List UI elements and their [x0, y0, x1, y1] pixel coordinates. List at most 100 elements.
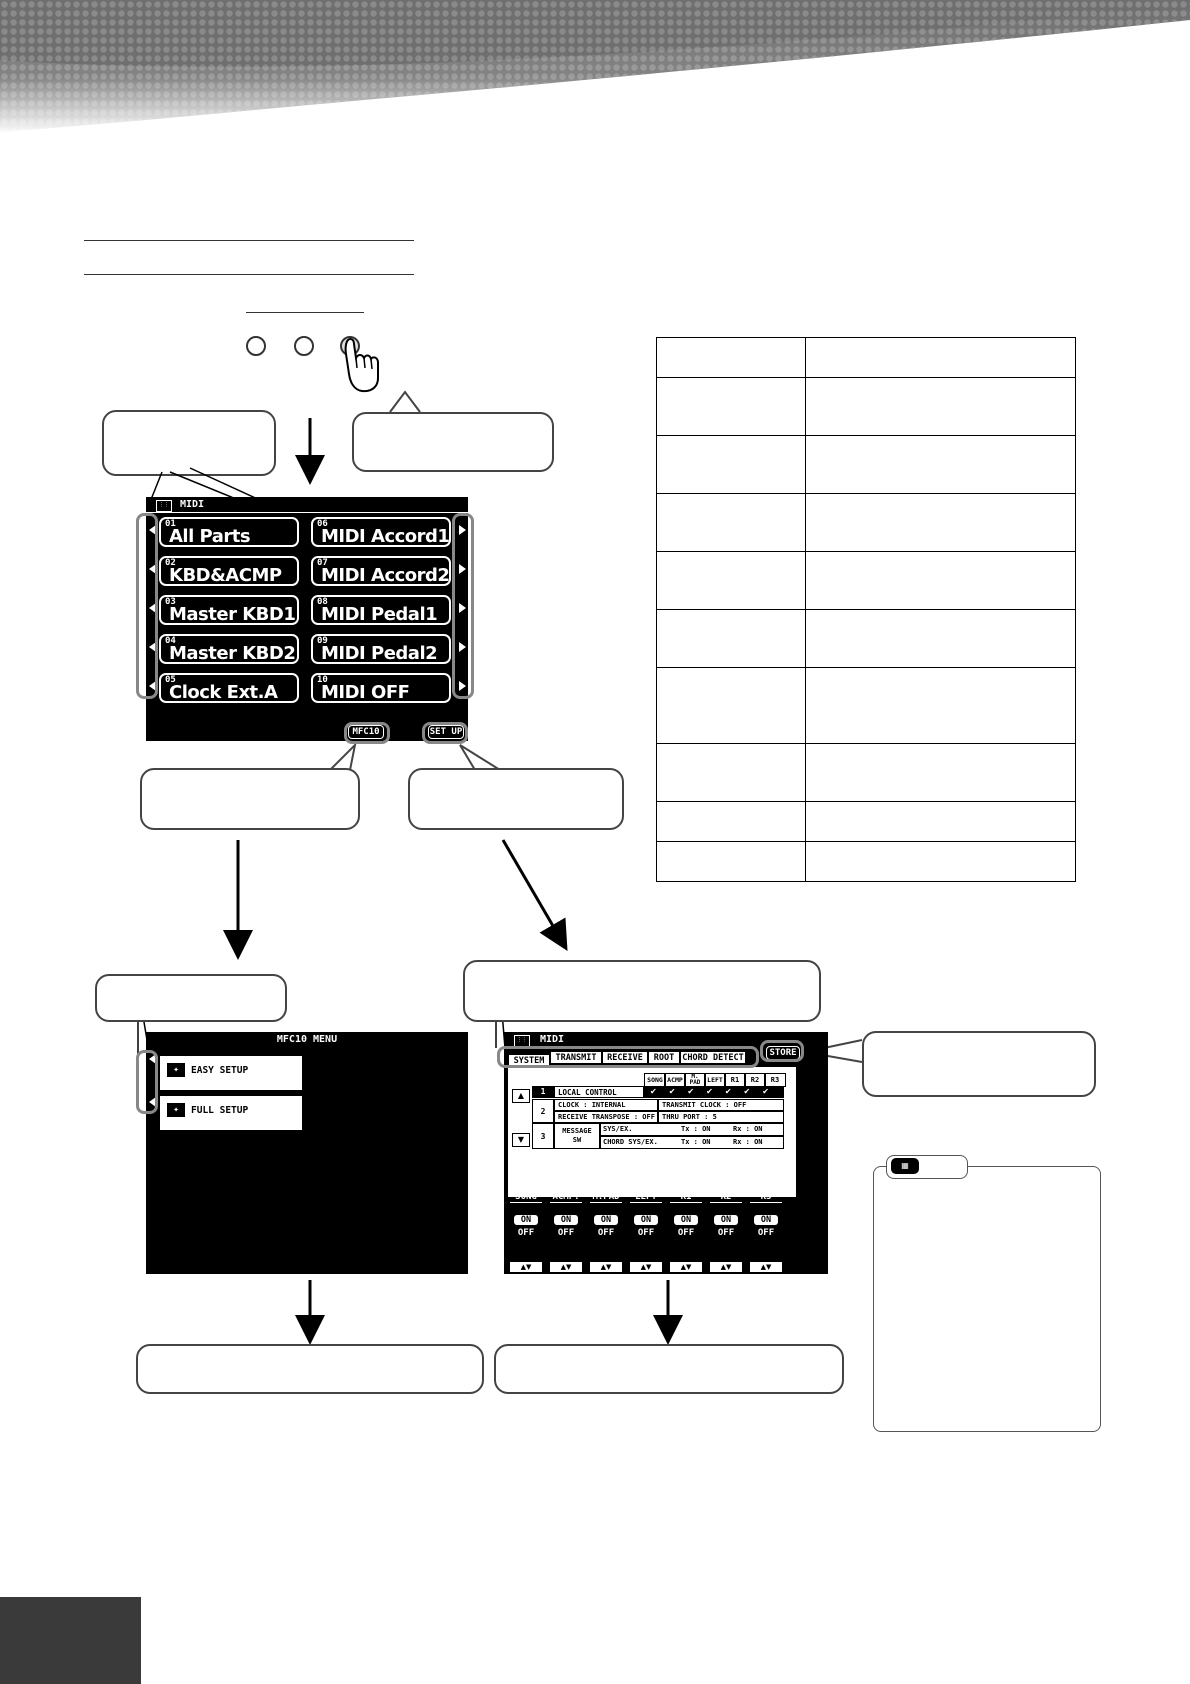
- preset-scroll-left-2[interactable]: [149, 564, 156, 574]
- pointing-hand-icon: [344, 338, 379, 393]
- tab-chord-detect[interactable]: CHORD DETECT: [680, 1051, 746, 1064]
- mfc10-menu-scroll-up[interactable]: [149, 1054, 156, 1064]
- on-button[interactable]: ON: [714, 1215, 738, 1225]
- preset-scroll-left-3[interactable]: [149, 603, 156, 613]
- updown-r3[interactable]: ▲▼: [750, 1262, 782, 1272]
- local-control-checks[interactable]: ✔✔✔✔✔✔✔: [644, 1086, 784, 1098]
- info-table: [656, 337, 1076, 882]
- preset-button-08[interactable]: 08 MIDI Pedal1: [311, 595, 451, 625]
- menu-item-full-setup[interactable]: ✦ FULL SETUP: [160, 1096, 302, 1130]
- menu-item-easy-setup[interactable]: ✦ EASY SETUP: [160, 1056, 302, 1090]
- info-cell: [805, 743, 1076, 802]
- info-cell: [656, 493, 806, 552]
- heading-rule-top: [84, 240, 414, 241]
- tab-root[interactable]: ROOT: [648, 1051, 680, 1064]
- clock-setting[interactable]: CLOCK : INTERNAL: [554, 1099, 658, 1111]
- page-scroll-up-icon[interactable]: ▲: [512, 1089, 530, 1103]
- preset-scroll-left-5[interactable]: [149, 681, 156, 691]
- info-cell: [656, 743, 806, 802]
- chord-sysex-rx: Rx : ON: [733, 1138, 763, 1146]
- preset-number: 09: [317, 636, 328, 646]
- mfc10-lcd-screen: MFC10 MENU ✦ EASY SETUP ✦ FULL SETUP: [146, 1032, 468, 1274]
- updown-r1[interactable]: ▲▼: [670, 1262, 702, 1272]
- setup-button[interactable]: SET UP: [428, 725, 464, 739]
- preset-scroll-right-5[interactable]: [459, 681, 466, 691]
- preset-scroll-left-4[interactable]: [149, 642, 156, 652]
- preset-button-09[interactable]: 09 MIDI Pedal2: [311, 634, 451, 664]
- info-cell: [805, 435, 1076, 494]
- preset-scroll-right-3[interactable]: [459, 603, 466, 613]
- row-3-number: 3: [532, 1123, 554, 1149]
- info-cell: [656, 435, 806, 494]
- on-button[interactable]: ON: [674, 1215, 698, 1225]
- midi-icon: ⋮⋮: [156, 500, 172, 512]
- preset-scroll-left-1[interactable]: [149, 525, 156, 535]
- updown-r2[interactable]: ▲▼: [710, 1262, 742, 1272]
- mfc10-menu-scroll-down[interactable]: [149, 1097, 156, 1107]
- preset-number: 06: [317, 519, 328, 529]
- on-button[interactable]: ON: [754, 1215, 778, 1225]
- panel-button-2[interactable]: [294, 336, 314, 356]
- panel-button-1[interactable]: [246, 336, 266, 356]
- highlight-setup: [422, 722, 468, 744]
- chord-sysex-row[interactable]: CHORD SYS/EX. Tx : ON Rx : ON: [600, 1136, 784, 1149]
- setup-screen-title: MIDI: [540, 1034, 565, 1045]
- sysex-row[interactable]: SYS/EX. Tx : ON Rx : ON: [600, 1123, 784, 1136]
- on-button[interactable]: ON: [554, 1215, 578, 1225]
- preset-button-07[interactable]: 07 MIDI Accord2: [311, 556, 451, 586]
- header-banner: [0, 0, 1190, 135]
- info-cell: [656, 609, 806, 668]
- preset-scroll-right-4[interactable]: [459, 642, 466, 652]
- part-switches: SONG ON OFF ACMP. ON OFF M.PAD ON OFF LE…: [504, 1192, 828, 1274]
- menu-item-label: FULL SETUP: [191, 1105, 249, 1116]
- transmit-clock-setting[interactable]: TRANSMIT CLOCK : OFF: [658, 1099, 784, 1111]
- midi-screen-title: MIDI: [180, 499, 205, 510]
- highlight-mfc10-arrows: [136, 1050, 158, 1114]
- preset-button-02[interactable]: 02 KBD&ACMP: [159, 556, 299, 586]
- callout-mfc10: [140, 768, 360, 830]
- updown-acmp[interactable]: ▲▼: [550, 1262, 582, 1272]
- updown-song[interactable]: ▲▼: [510, 1262, 542, 1272]
- preset-number: 07: [317, 558, 328, 568]
- switch-acmp: ACMP. ON OFF: [550, 1192, 582, 1238]
- tab-transmit[interactable]: TRANSMIT: [550, 1051, 602, 1064]
- off-label: OFF: [637, 1228, 655, 1238]
- callout-setup: [408, 768, 624, 830]
- callout-store: [862, 1031, 1096, 1097]
- preset-button-05[interactable]: 05 Clock Ext.A: [159, 673, 299, 703]
- on-button[interactable]: ON: [514, 1215, 538, 1225]
- note-keyboard-icon: ▦: [891, 1158, 919, 1174]
- info-cell: [805, 493, 1076, 552]
- on-button[interactable]: ON: [594, 1215, 618, 1225]
- thru-port-setting[interactable]: THRU PORT : 5: [658, 1111, 784, 1123]
- part-header-r1: R1: [724, 1073, 746, 1087]
- tab-receive[interactable]: RECEIVE: [602, 1051, 648, 1064]
- preset-name: MIDI Pedal1: [321, 604, 438, 625]
- preset-number: 08: [317, 597, 328, 607]
- setup-lcd-screen: ⋮⋮ MIDI SYSTEM TRANSMIT RECEIVE ROOT CHO…: [504, 1032, 828, 1274]
- preset-name: KBD&ACMP: [169, 565, 282, 586]
- off-label: OFF: [517, 1228, 535, 1238]
- highlight-mfc10: [344, 722, 390, 744]
- sysex-rx: Rx : ON: [733, 1125, 763, 1133]
- preset-button-06[interactable]: 06 MIDI Accord1: [311, 517, 451, 547]
- mfc10-button[interactable]: MFC10: [348, 725, 384, 739]
- switch-mpad: M.PAD ON OFF: [590, 1192, 622, 1238]
- full-setup-icon: ✦: [167, 1103, 185, 1117]
- preset-button-04[interactable]: 04 Master KBD2: [159, 634, 299, 664]
- preset-button-10[interactable]: 10 MIDI OFF: [311, 673, 451, 703]
- receive-transpose-setting[interactable]: RECEIVE TRANSPOSE : OFF: [554, 1111, 658, 1123]
- preset-button-03[interactable]: 03 Master KBD1: [159, 595, 299, 625]
- preset-scroll-right-2[interactable]: [459, 564, 466, 574]
- preset-name: MIDI Pedal2: [321, 643, 438, 664]
- updown-left[interactable]: ▲▼: [630, 1262, 662, 1272]
- sysex-tx: Tx : ON: [681, 1125, 711, 1133]
- preset-number: 10: [317, 675, 328, 685]
- updown-mpad[interactable]: ▲▼: [590, 1262, 622, 1272]
- preset-name: MIDI Accord1: [321, 526, 450, 547]
- on-button[interactable]: ON: [634, 1215, 658, 1225]
- page-scroll-down-icon[interactable]: ▼: [512, 1133, 530, 1147]
- preset-button-01[interactable]: 01 All Parts: [159, 517, 299, 547]
- preset-scroll-right-1[interactable]: [459, 525, 466, 535]
- callout-setup-result: [494, 1344, 844, 1394]
